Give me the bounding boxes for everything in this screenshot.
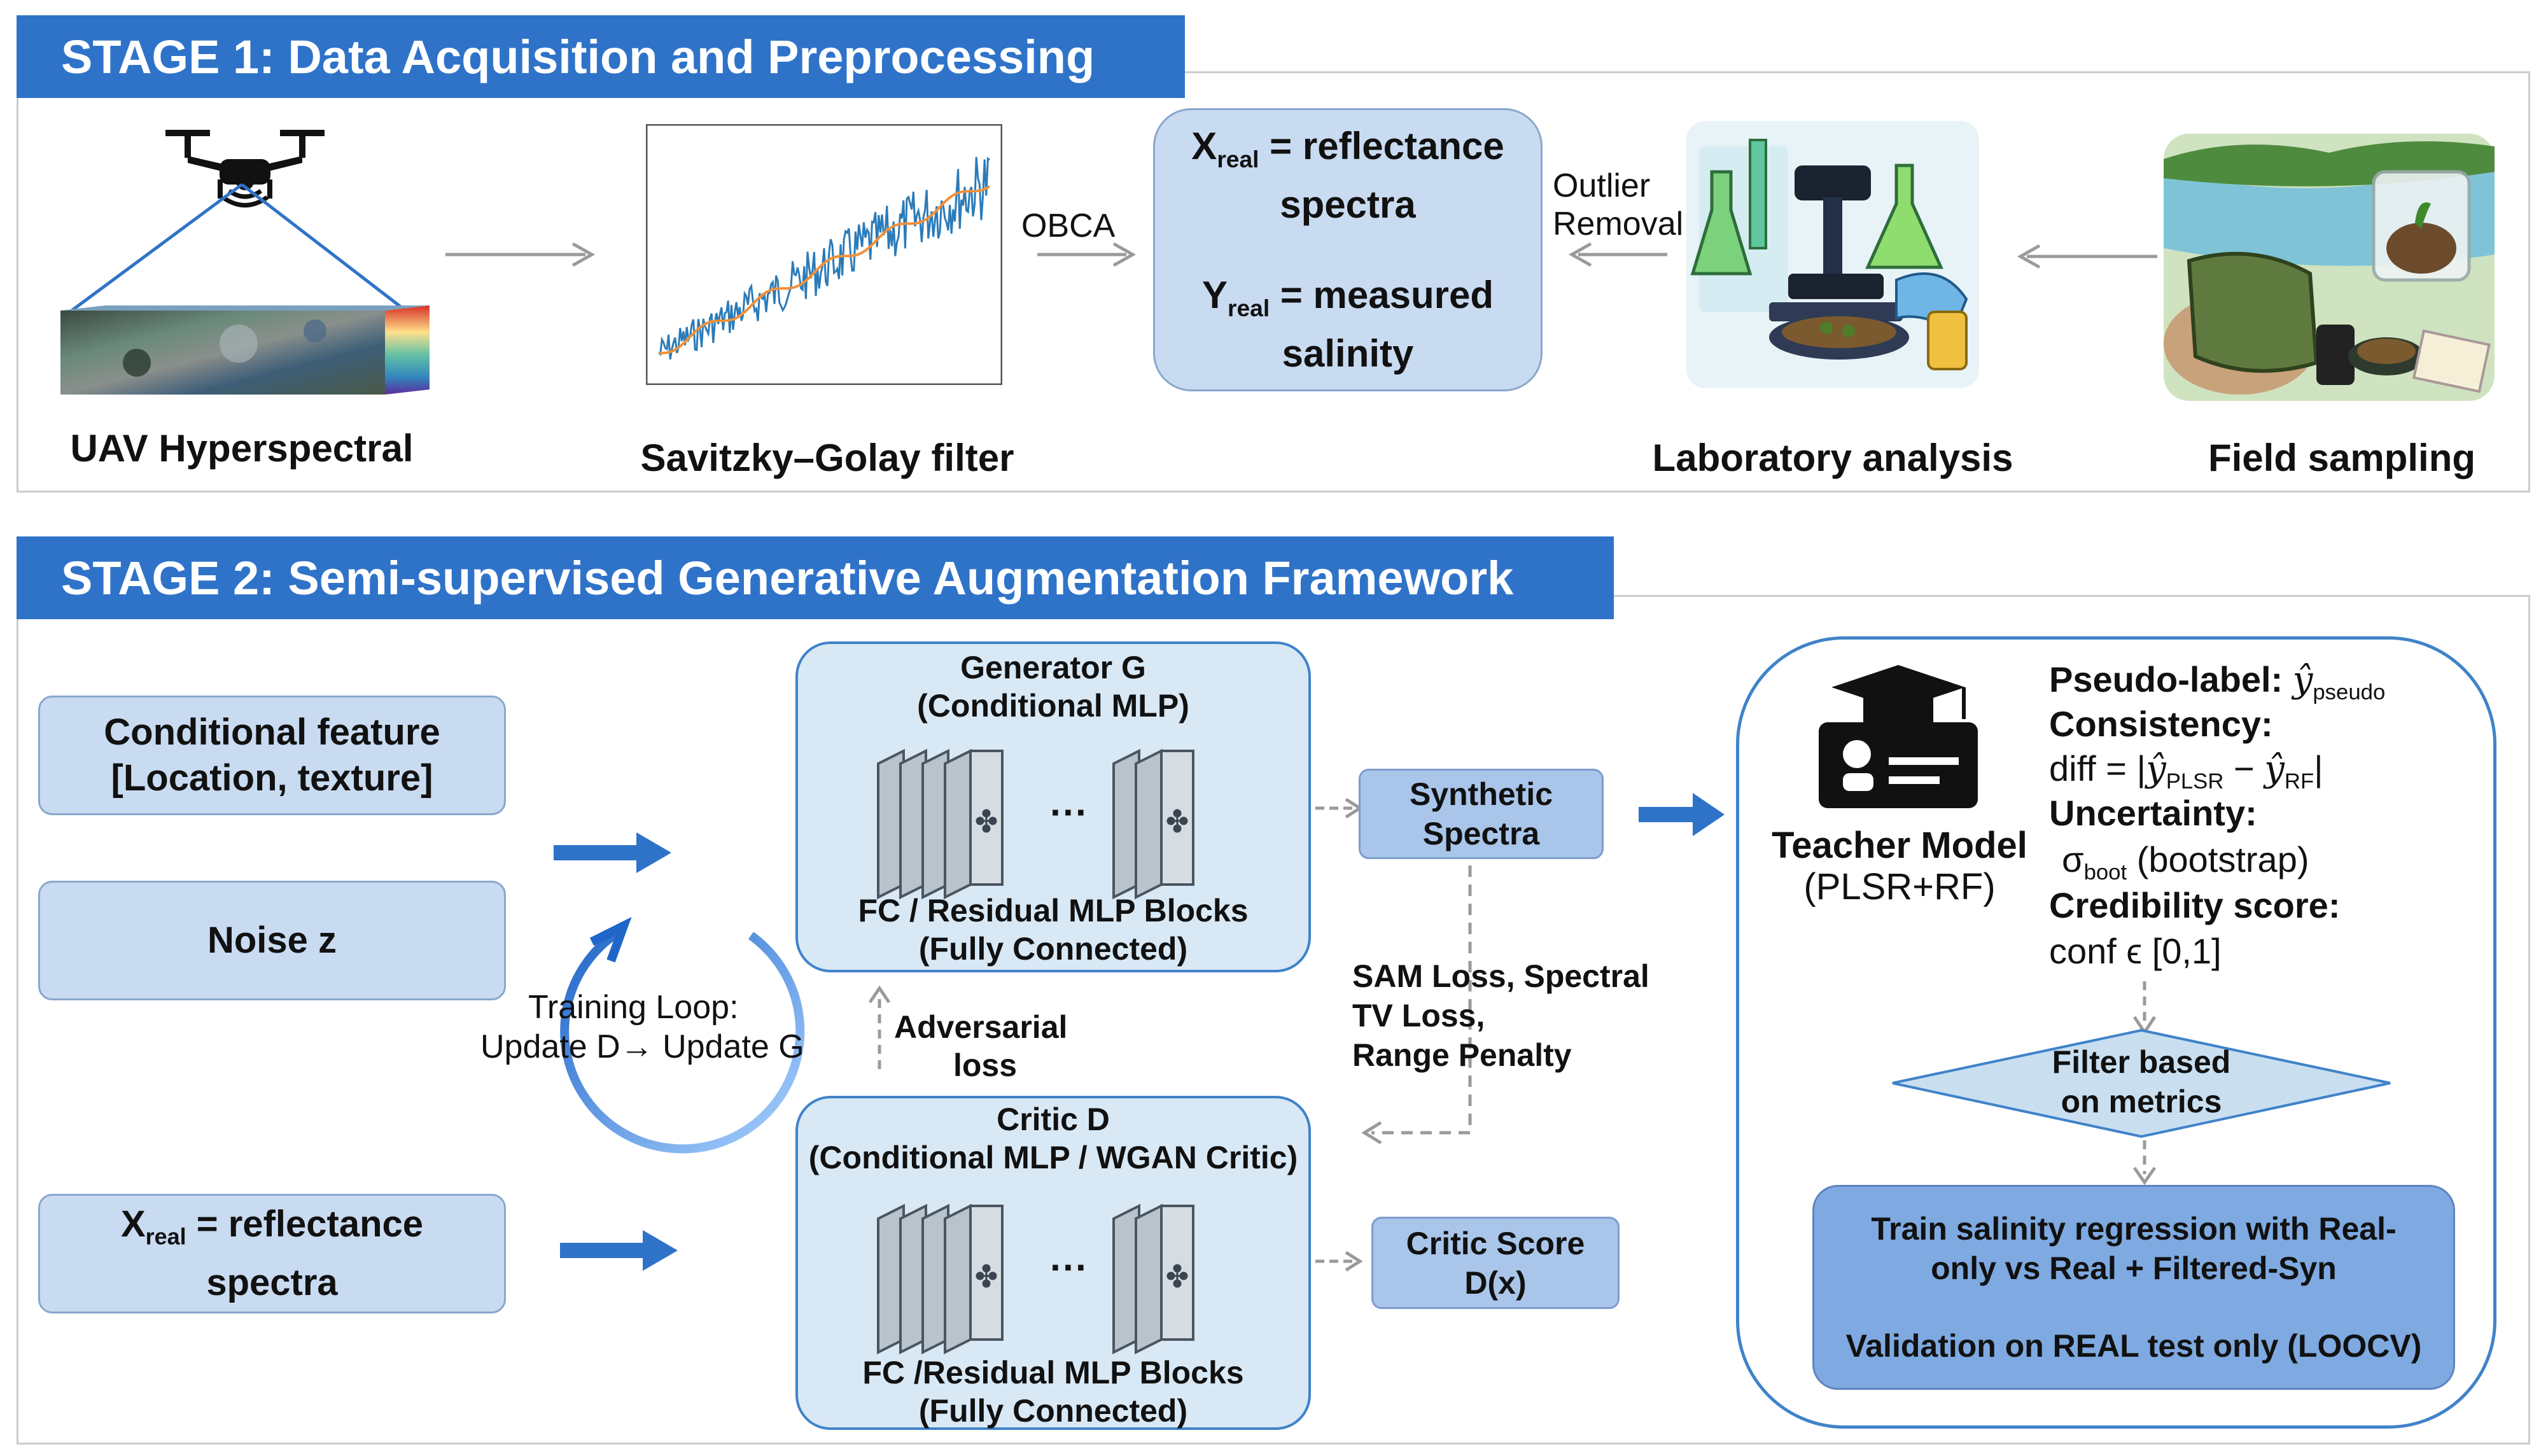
- y-hat-pseudo: ŷ: [2292, 659, 2313, 701]
- critic-mlp-blocks: [877, 1203, 1194, 1355]
- laboratory-illustration: [1686, 121, 1979, 388]
- stage1-header: STAGE 1: Data Acquisition and Preprocess…: [17, 15, 1185, 98]
- critic-blocks-2: (Fully Connected): [918, 1393, 1188, 1429]
- generator-title-1: Generator G: [960, 650, 1146, 685]
- sg-label: Savitzky–Golay filter: [640, 437, 1014, 479]
- credibility-title: Credibility score:: [2049, 885, 2341, 925]
- synthetic-spectra-box: Synthetic Spectra: [1359, 769, 1604, 859]
- generator-ellipsis: ···: [1050, 791, 1088, 834]
- diff-line: diff = |ŷPLSR − ŷRF|: [2049, 748, 2323, 794]
- loss-label-3: Range Penalty: [1352, 1037, 1572, 1073]
- arrow-xreal-to-critic: [560, 1230, 678, 1271]
- arrow-critic-to-score: [1315, 1250, 1363, 1272]
- train-regression-box: Train salinity regression with Real- onl…: [1812, 1185, 2455, 1390]
- yreal-line: Yreal = measured: [1201, 273, 1494, 321]
- stage1-title: STAGE 1: Data Acquisition and Preprocess…: [61, 30, 1095, 83]
- critic-ellipsis: ···: [1050, 1246, 1088, 1289]
- teacher-label-1: Teacher Model: [1772, 825, 2027, 866]
- loss-label-1: SAM Loss, Spectral: [1352, 958, 1649, 994]
- stage2-header: STAGE 2: Semi-supervised Generative Augm…: [17, 536, 1614, 619]
- savitzky-golay-plot: [646, 124, 1002, 385]
- uav-label: UAV Hyperspectral: [70, 427, 414, 470]
- training-loop-label-2: Update D→ Update G: [480, 1028, 804, 1065]
- filter-label-2: on metrics: [2061, 1084, 2222, 1119]
- sigma-line: σboot (bootstrap): [2062, 839, 2309, 885]
- arrow-field-to-lab: [2017, 244, 2157, 269]
- filter-diamond: [1892, 1028, 2391, 1138]
- generator-blocks-1: FC / Residual MLP Blocks: [858, 893, 1249, 928]
- field-sampling-illustration: [2164, 134, 2495, 401]
- critic-blocks-1: FC /Residual MLP Blocks: [862, 1355, 1244, 1390]
- loss-label-2: TV Loss,: [1352, 998, 1485, 1033]
- real-data-box: Xreal = reflectance spectra Yreal = meas…: [1153, 108, 1543, 391]
- outlier-label-1: Outlier: [1553, 167, 1651, 204]
- noise-box: Noise z: [38, 881, 506, 1000]
- arrow-generator-to-synthetic: [1315, 797, 1363, 819]
- xreal-input-box: Xreal = reflectance spectra: [38, 1194, 506, 1313]
- arrow-filter-to-train: [2132, 1140, 2157, 1186]
- xreal-line2: spectra: [1280, 183, 1416, 226]
- adversarial-arrow: [868, 985, 891, 1069]
- stage2-title: STAGE 2: Semi-supervised Generative Augm…: [61, 551, 1514, 605]
- conditional-feature-box: Conditional feature [Location, texture]: [38, 696, 506, 815]
- filter-label-1: Filter based: [2052, 1044, 2231, 1080]
- adversarial-label-2: loss: [953, 1047, 1018, 1083]
- teacher-model-icon: [1819, 665, 1978, 808]
- generator-title-2: (Conditional MLP): [917, 688, 1189, 724]
- outlier-label-2: Removal: [1553, 206, 1684, 242]
- yreal-line2: salinity: [1282, 332, 1414, 375]
- loss-feedback-path: [1361, 865, 1472, 1145]
- critic-score-box: Critic Score D(x): [1371, 1217, 1620, 1309]
- teacher-label-2: (PLSR+RF): [1803, 866, 1996, 907]
- obca-label: OBCA: [1021, 207, 1116, 244]
- training-loop-icon: [560, 916, 805, 1154]
- adversarial-label-1: Adversarial: [894, 1009, 1068, 1045]
- consistency-title: Consistency:: [2049, 704, 2273, 744]
- arrow-sg-to-xy: [1037, 242, 1137, 267]
- generator-mlp-blocks: [877, 748, 1194, 900]
- lab-label: Laboratory analysis: [1652, 437, 2013, 479]
- training-loop-label-1: Training Loop:: [528, 989, 739, 1026]
- xreal-line: Xreal = reflectance: [1191, 124, 1504, 172]
- uncertainty-title: Uncertainty:: [2049, 793, 2257, 833]
- uav-view-lines: [69, 183, 409, 314]
- generator-blocks-2: (Fully Connected): [918, 931, 1188, 967]
- arrow-inputs-to-generator: [554, 832, 671, 873]
- sg-smooth-series: [659, 185, 991, 354]
- arrow-synthetic-to-teacher: [1639, 793, 1725, 836]
- hyperspectral-image: [60, 305, 430, 395]
- arrow-uav-to-sg: [445, 242, 596, 267]
- arrow-lab-to-xy: [1568, 242, 1667, 267]
- critic-title-1: Critic D: [997, 1102, 1110, 1137]
- sg-raw-series: [658, 157, 990, 360]
- critic-title-2: (Conditional MLP / WGAN Critic): [808, 1140, 1298, 1175]
- field-label: Field sampling: [2208, 437, 2476, 479]
- pseudo-label-line: Pseudo-label: ŷpseudo: [2049, 659, 2386, 705]
- conf-line: conf ϵ [0,1]: [2049, 931, 2222, 971]
